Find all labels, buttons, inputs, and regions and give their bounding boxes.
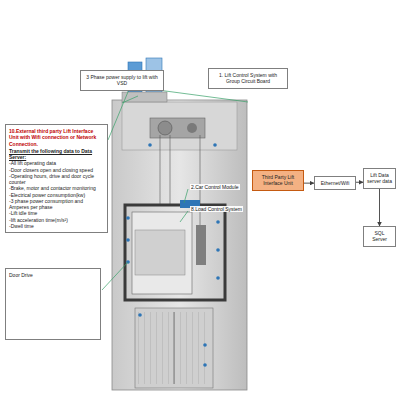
node-text: Transmit the following data to Data Serv… <box>9 148 104 161</box>
node-text: -lift acceleration time(m/s²) <box>9 217 104 223</box>
node-title: Ethernet/Wifi <box>318 180 352 186</box>
node-title: Door Drive <box>9 272 97 278</box>
node-text: -Door closers open and closing speed <box>9 167 104 173</box>
data-server-box: Lift Data server data <box>363 168 396 189</box>
part-label: 2.Car Control Module <box>190 184 240 190</box>
node-text: -3 phase power consumption and Amperes p… <box>9 198 104 211</box>
node-title: SQL Server <box>367 230 392 243</box>
network-box: Ethernet/Wifi <box>314 176 356 190</box>
node-text: -All lift operating data <box>9 160 104 166</box>
connector-arrow <box>304 183 314 184</box>
node-text: -Electrical power consumption(kw) <box>9 192 104 198</box>
interface-unit-callout: 10.External third party Lift Interface U… <box>5 124 108 233</box>
node-title: 1. Lift Control System with Group Circui… <box>212 72 284 85</box>
node-text: -Brake, motor and contactor monitoring <box>9 185 104 191</box>
part-label: 8.Load Control System <box>190 206 243 212</box>
connector-arrow <box>379 189 380 227</box>
interface-unit-box: Third Party Lift Interface Unit <box>252 170 304 191</box>
node-title: 3 Phase power supply to lift with VSD <box>84 74 160 87</box>
control-system-box: 1. Lift Control System with Group Circui… <box>208 68 288 89</box>
node-text: -Dwell time <box>9 223 104 229</box>
database-box: SQL Server <box>363 226 396 247</box>
node-title: Lift Data server data <box>367 172 392 185</box>
node-title: 10.External third party Lift Interface U… <box>9 128 104 147</box>
node-text: -Lift idle time <box>9 210 104 216</box>
power-supply-box: 3 Phase power supply to lift with VSD <box>80 70 164 91</box>
connector-arrow <box>356 182 363 183</box>
node-title: Third Party Lift Interface Unit <box>256 174 300 187</box>
node-text: -Operating hours, drive and door cycle c… <box>9 173 104 186</box>
door-drive-box: Door Drive <box>5 268 101 340</box>
